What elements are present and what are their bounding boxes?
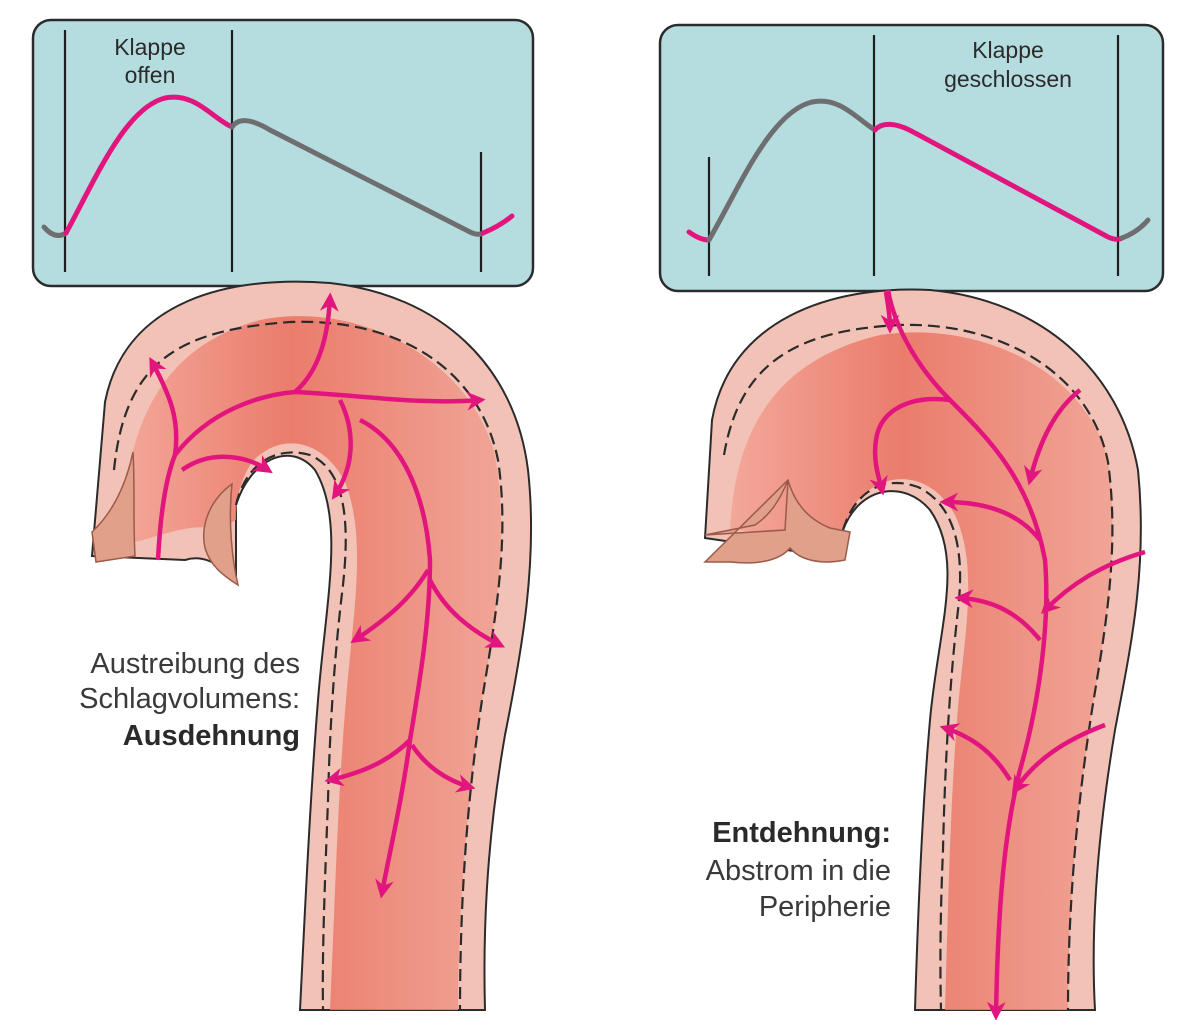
right-flow-arrow-upper-right-in bbox=[1024, 388, 1082, 486]
left-valve-leaflet-outer bbox=[91, 451, 136, 563]
left-pressure-graph: Klappe offen bbox=[31, 18, 535, 288]
right-flow-arrow-main-trunk bbox=[885, 289, 1049, 1020]
left-flow-arrow-to-arch-top bbox=[173, 292, 339, 457]
right-flow-arrow-inner-loop bbox=[869, 396, 951, 496]
right-panel: Klappe geschlossen Entdehnung: Abstrom i… bbox=[658, 23, 1165, 1020]
left-caption-line1: Austreibung des bbox=[90, 648, 300, 680]
left-valve-label-line2: offen bbox=[125, 62, 176, 88]
left-flow-arrow-inner-down bbox=[331, 398, 353, 500]
left-curve-end-pink bbox=[480, 213, 515, 236]
right-aorta-lumen bbox=[730, 332, 1113, 1010]
right-valve-label-line1: Klappe bbox=[972, 37, 1044, 63]
left-valve-label-line1: Klappe bbox=[114, 34, 186, 60]
right-flow-arrow-right-branch-2 bbox=[1011, 722, 1106, 795]
right-aorta-inner-dashed bbox=[841, 482, 962, 1011]
right-curve-diastole-pink bbox=[872, 121, 1125, 242]
left-flow-arrow-mid-right bbox=[427, 578, 506, 648]
left-valve-leaflet-inner bbox=[203, 482, 240, 587]
left-caption-line2: Schlagvolumens: bbox=[79, 683, 300, 715]
left-caption-bold: Ausdehnung bbox=[123, 720, 300, 752]
left-flow-arrow-inner-curve bbox=[180, 454, 273, 474]
right-aorta-outer-dashed bbox=[722, 323, 1114, 1011]
right-caption-line3: Peripherie bbox=[759, 891, 891, 923]
left-aorta bbox=[90, 280, 533, 1011]
right-curve-end-gray bbox=[1119, 217, 1151, 241]
left-flow-arrow-descending-trunk bbox=[358, 417, 433, 899]
left-curve-diastole-gray bbox=[229, 118, 486, 237]
left-curve-systole-pink bbox=[63, 94, 235, 236]
left-flow-arrow-mid-left bbox=[350, 568, 430, 644]
left-flow-arrow-low-right bbox=[410, 743, 476, 793]
right-flow-arrow-inner-branch-3 bbox=[939, 723, 1012, 782]
right-flow-arrow-inner-branch-2 bbox=[954, 589, 1042, 642]
right-flow-arrow-inner-branch-1 bbox=[939, 492, 1042, 542]
right-graph-box bbox=[658, 23, 1165, 293]
right-caption-bold: Entdehnung: bbox=[712, 817, 891, 849]
left-panel: Klappe offen Austreibung des Schl bbox=[31, 18, 535, 1011]
right-caption-line2: Abstrom in die bbox=[706, 855, 891, 887]
right-pressure-graph: Klappe geschlossen bbox=[658, 23, 1165, 293]
left-flow-arrow-low-left bbox=[324, 738, 412, 787]
right-curve-systole-gray bbox=[706, 98, 878, 243]
left-flow-arrow-upper-left bbox=[149, 357, 179, 456]
left-flow-arrow-trunk-up bbox=[155, 454, 178, 561]
left-flow-arrow-right-up bbox=[294, 389, 486, 411]
right-flow-arrow-right-branch-1 bbox=[1040, 549, 1146, 615]
right-aorta bbox=[703, 288, 1146, 1020]
right-valve-leaflets-closed bbox=[703, 478, 851, 564]
right-flow-arrow-top-in bbox=[880, 291, 900, 334]
left-aorta-inner-dashed bbox=[234, 451, 347, 1011]
left-aorta-lumen bbox=[120, 316, 502, 1010]
right-valve-label-line2: geschlossen bbox=[944, 66, 1072, 92]
